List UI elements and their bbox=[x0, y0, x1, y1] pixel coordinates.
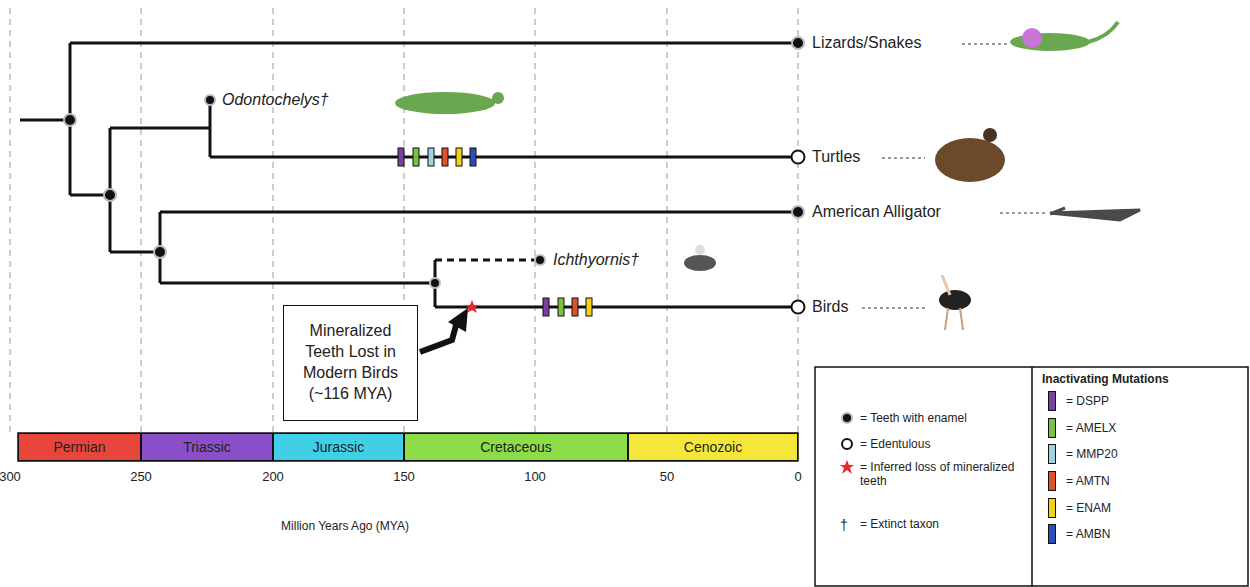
mutation-bars bbox=[398, 148, 592, 316]
legend-frame bbox=[815, 367, 1248, 586]
legend-swatch bbox=[1048, 444, 1056, 464]
legend-swatch bbox=[1048, 418, 1056, 438]
taxon-label: Ichthyornis† bbox=[553, 251, 639, 269]
legend-text: = AMTN bbox=[1066, 474, 1236, 488]
callout-arrowhead bbox=[448, 308, 468, 332]
taxon-label: Lizards/Snakes bbox=[812, 34, 921, 52]
taxon-label: Odontochelys† bbox=[222, 91, 329, 109]
animal-icons bbox=[395, 22, 1140, 330]
node-text: Cretaceous bbox=[476, 436, 556, 458]
tree-branches bbox=[20, 43, 798, 307]
tick-label: 100 bbox=[524, 470, 546, 485]
tick-label: 250 bbox=[130, 470, 152, 485]
period-band: Permian bbox=[18, 433, 141, 461]
period-band: Triassic bbox=[141, 433, 273, 461]
period-band: Cenozoic bbox=[628, 433, 798, 461]
period-band: Jurassic bbox=[273, 433, 404, 461]
timeline-axis bbox=[18, 433, 798, 461]
time-gridlines bbox=[10, 8, 798, 432]
legend-symbol bbox=[839, 436, 855, 452]
legend-text: = Teeth with enamel bbox=[860, 411, 1025, 425]
taxon-label: Turtles bbox=[812, 148, 860, 166]
tick-label: 300 bbox=[0, 470, 21, 485]
legend-symbol: † bbox=[840, 517, 848, 533]
legend-text: = Inferred loss of mineralized teeth bbox=[860, 460, 1025, 489]
tick-label: 200 bbox=[262, 470, 284, 485]
node-text: Triassic bbox=[179, 436, 235, 458]
legend-symbol-shape bbox=[840, 460, 854, 474]
tick-label: 150 bbox=[393, 470, 415, 485]
taxon-label: American Alligator bbox=[812, 203, 941, 221]
tick-label: 50 bbox=[660, 470, 674, 485]
legend-text: = MMP20 bbox=[1066, 447, 1236, 461]
legend-heading: Inactivating Mutations bbox=[1042, 373, 1169, 387]
legend-symbol bbox=[839, 410, 855, 426]
legend-symbol-shape bbox=[842, 413, 852, 423]
node-dots bbox=[64, 37, 805, 314]
node-text: Cenozoic bbox=[680, 436, 746, 458]
node-text: Mineralized Teeth Lost in Modern Birds (… bbox=[284, 319, 417, 406]
legend-text: = ENAM bbox=[1066, 501, 1236, 515]
legend-text: = Edentulous bbox=[860, 437, 1025, 451]
legend-symbol-shape bbox=[842, 439, 852, 449]
taxon-label: Birds bbox=[812, 298, 848, 316]
leader-lines bbox=[862, 44, 1045, 308]
tick-label: 0 bbox=[794, 470, 801, 485]
legend-divider bbox=[1031, 367, 1033, 587]
node-text: Permian bbox=[49, 436, 109, 458]
node-text: Jurassic bbox=[309, 436, 368, 458]
legend-text: = AMELX bbox=[1066, 421, 1236, 435]
callout-box: Mineralized Teeth Lost in Modern Birds (… bbox=[283, 305, 418, 421]
legend-swatch bbox=[1048, 391, 1056, 411]
legend-swatch bbox=[1048, 498, 1056, 518]
legend-swatch bbox=[1048, 471, 1056, 491]
legend-text: = DSPP bbox=[1066, 394, 1236, 408]
legend-text: = AMBN bbox=[1066, 527, 1236, 541]
legend-text: = Extinct taxon bbox=[860, 517, 1025, 531]
axis-title: Million Years Ago (MYA) bbox=[281, 520, 409, 534]
period-band: Cretaceous bbox=[404, 433, 628, 461]
legend-swatch bbox=[1048, 524, 1056, 544]
legend-symbol bbox=[839, 459, 855, 475]
